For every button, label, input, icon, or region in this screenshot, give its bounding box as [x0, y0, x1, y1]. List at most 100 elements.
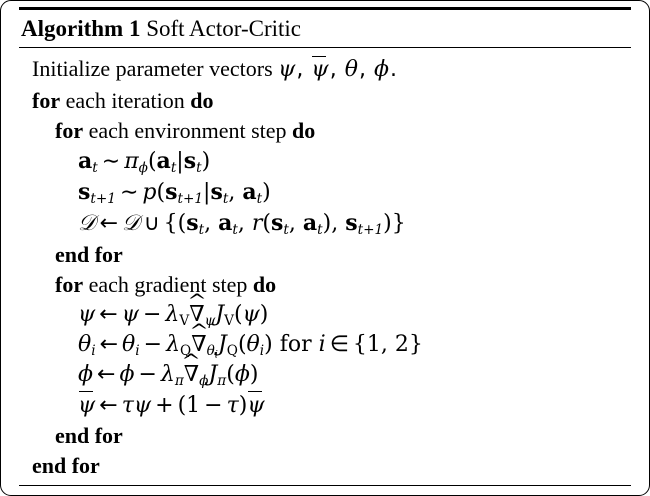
- word-each: each: [88, 117, 129, 143]
- symbol-lambda: λ: [166, 332, 181, 358]
- value-two: 2: [394, 332, 409, 358]
- subscript-t: t: [283, 222, 289, 239]
- symbol-reward-r: r: [251, 211, 263, 237]
- subscript-i: i: [91, 342, 96, 359]
- symbol-psi: ψ: [278, 57, 296, 83]
- keyword-for: for: [32, 87, 61, 113]
- vector-s: s: [345, 210, 358, 237]
- line-end-for-gradient-step: end for: [1, 421, 649, 451]
- vector-a: a: [78, 147, 93, 174]
- keyword-end-for: end for: [55, 241, 123, 267]
- op-given: |: [203, 180, 211, 206]
- symbol-theta: θ: [344, 57, 358, 83]
- symbol-phi: ϕ: [78, 362, 93, 388]
- vector-s: s: [165, 179, 178, 206]
- word-environment-step: environment step: [134, 117, 287, 143]
- subscript-phi: ϕ: [138, 159, 148, 176]
- symbol-psi: ψ: [242, 301, 260, 327]
- line-end-for-iteration: end for: [1, 451, 649, 481]
- op-gets: ←: [97, 362, 116, 388]
- subscript-t: t: [317, 222, 323, 239]
- symbol-theta: θ: [122, 332, 136, 358]
- subscript-phi: ϕ: [199, 373, 209, 390]
- symbol-tau: τ: [226, 392, 239, 418]
- keyword-end-for: end for: [55, 422, 123, 448]
- op-sim: ∼: [119, 180, 139, 206]
- symbol-psi-bar: ψ: [247, 391, 265, 421]
- op-element-of: ∈: [329, 332, 349, 358]
- word-each: each: [88, 271, 129, 297]
- symbol-dataset-D: 𝒟: [78, 211, 96, 237]
- subscript-Q: Q: [226, 342, 238, 359]
- line-update-target-psi: ψ←τψ+(1−τ)ψ: [1, 391, 649, 421]
- init-symbols: ψ, ψ, θ, ϕ.: [278, 55, 398, 85]
- op-minus: −: [142, 301, 162, 327]
- line-for-env-step: for each environment step do: [1, 116, 649, 146]
- vector-s: s: [186, 210, 199, 237]
- word-for-roman: for: [279, 332, 312, 358]
- subscript-V: V: [224, 312, 234, 329]
- op-gets: ←: [99, 301, 118, 327]
- symbol-lambda: λ: [165, 301, 180, 327]
- bottom-rule: [19, 485, 631, 487]
- keyword-for: for: [55, 117, 84, 143]
- vector-s: s: [210, 179, 223, 206]
- op-plus: +: [155, 392, 174, 418]
- symbol-phi: ϕ: [119, 362, 135, 388]
- keyword-do: do: [292, 117, 316, 143]
- word-iteration: iteration: [111, 87, 185, 113]
- op-minus: −: [138, 362, 157, 388]
- vector-s: s: [271, 210, 284, 237]
- subscript-t: t: [196, 159, 202, 176]
- title-separator-rule: [19, 47, 631, 49]
- symbol-objective-J: J: [217, 332, 227, 358]
- op-gets: ←: [99, 332, 119, 358]
- subscript-i: i: [214, 349, 218, 361]
- algorithm-number-label: Algorithm 1: [21, 16, 141, 41]
- vector-s: s: [78, 179, 91, 206]
- op-sim: ∼: [101, 148, 121, 174]
- symbol-phi: ϕ: [373, 57, 389, 83]
- op-gets: ←: [99, 392, 118, 418]
- subscript-t-plus-1: t+1: [90, 190, 116, 207]
- symbol-psi: ψ: [78, 301, 96, 327]
- vector-a: a: [302, 210, 318, 237]
- vector-a: a: [156, 147, 171, 174]
- op-given: |: [176, 148, 184, 174]
- symbol-theta: θ: [206, 342, 215, 359]
- symbol-theta: θ: [246, 332, 260, 358]
- op-union: ∪: [143, 211, 160, 237]
- keyword-end-for: end for: [32, 452, 100, 478]
- symbol-psi: ψ: [121, 301, 139, 327]
- subscript-t-plus-1: t+1: [357, 222, 384, 239]
- keyword-do: do: [252, 271, 277, 297]
- symbol-pi: π: [124, 148, 139, 174]
- algorithm-name: Soft Actor-Critic: [146, 16, 301, 41]
- symbol-psi-bar: ψ: [78, 391, 95, 421]
- symbol-dataset-D: 𝒟: [122, 211, 140, 237]
- symbol-psi-bar: ψ: [311, 55, 329, 85]
- line-end-for-env-step: end for: [1, 240, 649, 270]
- line-sample-next-state: st+1∼p(st+1|st, at): [78, 179, 271, 207]
- value-one: 1: [366, 332, 381, 358]
- word-each: each: [65, 87, 106, 113]
- subscript-t: t: [232, 222, 238, 239]
- symbol-objective-J: J: [215, 301, 225, 327]
- subscript-i: i: [135, 342, 140, 359]
- top-rule: [19, 7, 631, 10]
- subscript-theta-i: θi: [206, 342, 218, 361]
- symbol-theta: θ: [78, 332, 92, 358]
- line-update-theta: θi←θi−λQ∇θiJQ(θi) for i∈{1, 2}: [1, 330, 649, 360]
- subscript-V: V: [179, 312, 190, 329]
- keyword-for: for: [55, 271, 84, 297]
- subscript-t: t: [256, 190, 263, 207]
- symbol-lambda: λ: [160, 362, 175, 388]
- op-gets: ←: [99, 211, 118, 237]
- vector-s: s: [183, 147, 197, 174]
- subscript-t: t: [92, 159, 98, 176]
- line-update-psi: ψ←ψ−λV∇ψJV(ψ): [1, 300, 649, 330]
- symbol-index-i: i: [318, 332, 326, 358]
- subscript-t: t: [170, 159, 177, 176]
- subscript-pi: π: [217, 373, 227, 390]
